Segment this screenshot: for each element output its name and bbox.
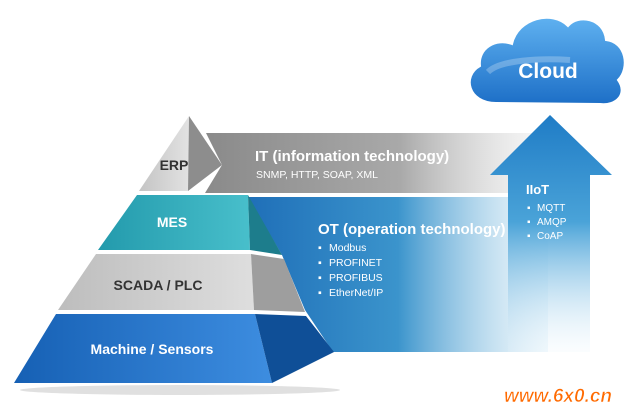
machine-left-face (14, 314, 272, 383)
iiot-protocol-label: MQTT (537, 203, 565, 214)
ot-protocol-label: EtherNet/IP (329, 287, 383, 299)
iiot-protocol-label: AMQP (537, 217, 567, 228)
pyramid-level-erp: ERP (139, 116, 222, 191)
erp-left-face (139, 116, 189, 191)
ot-band-shape (248, 197, 548, 352)
scada-left-face (58, 254, 254, 310)
ot-protocol-label: PROFINET (329, 257, 383, 269)
it-band-protocols: SNMP, HTTP, SOAP, XML (256, 169, 378, 181)
pyramid-label-mes: MES (157, 214, 187, 230)
it-band-shape (205, 133, 560, 193)
it-band-title: IT (information technology) (255, 148, 449, 165)
machine-right-face (255, 314, 334, 383)
iiot-title: IIoT (526, 182, 549, 197)
iiot-arrow: IIoT ▪ MQTT ▪ AMQP ▪ CoAP (490, 115, 612, 352)
erp-right-face (188, 116, 222, 191)
pyramid: ERP MES SCADA / PLC Machine / Sensors (14, 116, 340, 395)
watermark-text: www.6x0.cn (504, 386, 612, 407)
cloud-icon (468, 16, 626, 106)
cloud-label: Cloud (518, 60, 577, 83)
cloud-highlight (485, 56, 571, 75)
pyramid-label-scada: SCADA / PLC (114, 277, 203, 293)
ot-band-title: OT (operation technology) (318, 221, 506, 238)
mes-right-face (248, 195, 282, 255)
pyramid-level-machine: Machine / Sensors (14, 314, 334, 383)
mes-left-face (98, 195, 250, 250)
scada-right-face (251, 254, 305, 312)
iiot-protocol-bullet: ▪ (527, 231, 531, 242)
ot-protocol-bullet: ▪ (318, 257, 322, 269)
pyramid-label-machine: Machine / Sensors (91, 341, 214, 357)
pyramid-label-erp: ERP (160, 157, 189, 173)
iiot-protocol-bullet: ▪ (527, 203, 531, 214)
ot-protocol-label: PROFIBUS (329, 272, 383, 284)
pyramid-level-scada: SCADA / PLC (58, 254, 305, 312)
ot-protocol-bullet: ▪ (318, 242, 322, 254)
ot-protocol-bullet: ▪ (318, 287, 322, 299)
it-band: IT (information technology) SNMP, HTTP, … (205, 133, 560, 193)
ot-protocol-label: Modbus (329, 242, 366, 254)
ot-protocol-bullet: ▪ (318, 272, 322, 284)
iiot-protocol-label: CoAP (537, 231, 563, 242)
cloud: Cloud (468, 16, 626, 106)
up-arrow-icon (490, 115, 612, 352)
pyramid-level-mes: MES (98, 195, 282, 255)
iiot-protocol-bullet: ▪ (527, 217, 531, 228)
pyramid-shadow (20, 385, 340, 395)
ot-band: OT (operation technology) ▪ Modbus ▪ PRO… (248, 197, 548, 352)
